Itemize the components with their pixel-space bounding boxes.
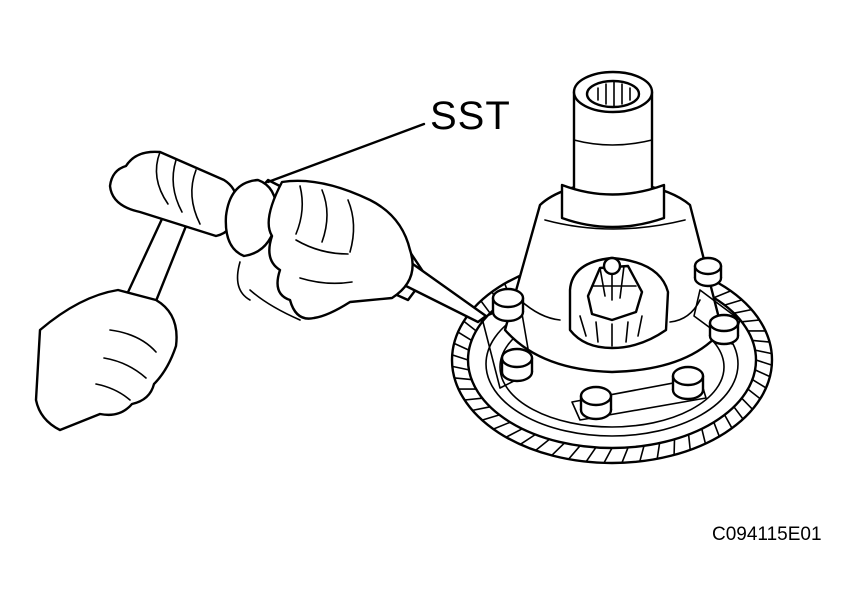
bolts [491, 256, 740, 421]
gear-tooth [451, 354, 469, 361]
gear-tooth [457, 331, 473, 342]
left-hand [34, 288, 178, 432]
gear-tooth [471, 405, 491, 412]
gear-tooth [700, 427, 707, 445]
differential-case [503, 178, 724, 374]
gear-tooth [656, 442, 661, 460]
gear-tooth [754, 369, 771, 378]
gear-tooth [603, 447, 613, 464]
gear-tooth [534, 438, 551, 452]
gear-tooth [747, 388, 762, 400]
output-shaft [560, 70, 666, 229]
gear-tooth [462, 320, 477, 332]
right-hand [236, 179, 414, 321]
gear-tooth [463, 397, 484, 401]
gear-tooth [733, 308, 753, 315]
sst-leader-line [266, 122, 426, 184]
gear-tooth [453, 342, 470, 351]
gear-tooth [453, 377, 473, 381]
gear-tooth [480, 300, 491, 315]
gear-tooth [481, 414, 501, 421]
gear-tooth [755, 359, 773, 366]
gear-tooth [751, 339, 771, 343]
gear-tooth [723, 414, 733, 430]
gear-tooth [492, 421, 512, 430]
gear-tooth [638, 444, 645, 463]
gear-tooth [712, 421, 721, 438]
gear-tooth [505, 427, 524, 439]
gear-tooth [712, 290, 732, 299]
gear-tooth [451, 365, 470, 371]
gear-tooth [550, 442, 566, 457]
gear-tooth [723, 299, 743, 306]
gear-tooth [567, 444, 581, 460]
figure-code: C094115E01 [712, 524, 822, 545]
gear-tooth [585, 446, 597, 463]
gear-tooth [740, 319, 761, 323]
gear-tooth [733, 405, 744, 420]
gear-tooth [621, 446, 629, 464]
gear-tooth [751, 378, 767, 389]
sst-label: SST [430, 94, 511, 138]
gear-tooth [754, 349, 773, 355]
gear-tooth [687, 433, 692, 451]
gear-tooth [740, 397, 754, 411]
gear-tooth [519, 433, 537, 446]
